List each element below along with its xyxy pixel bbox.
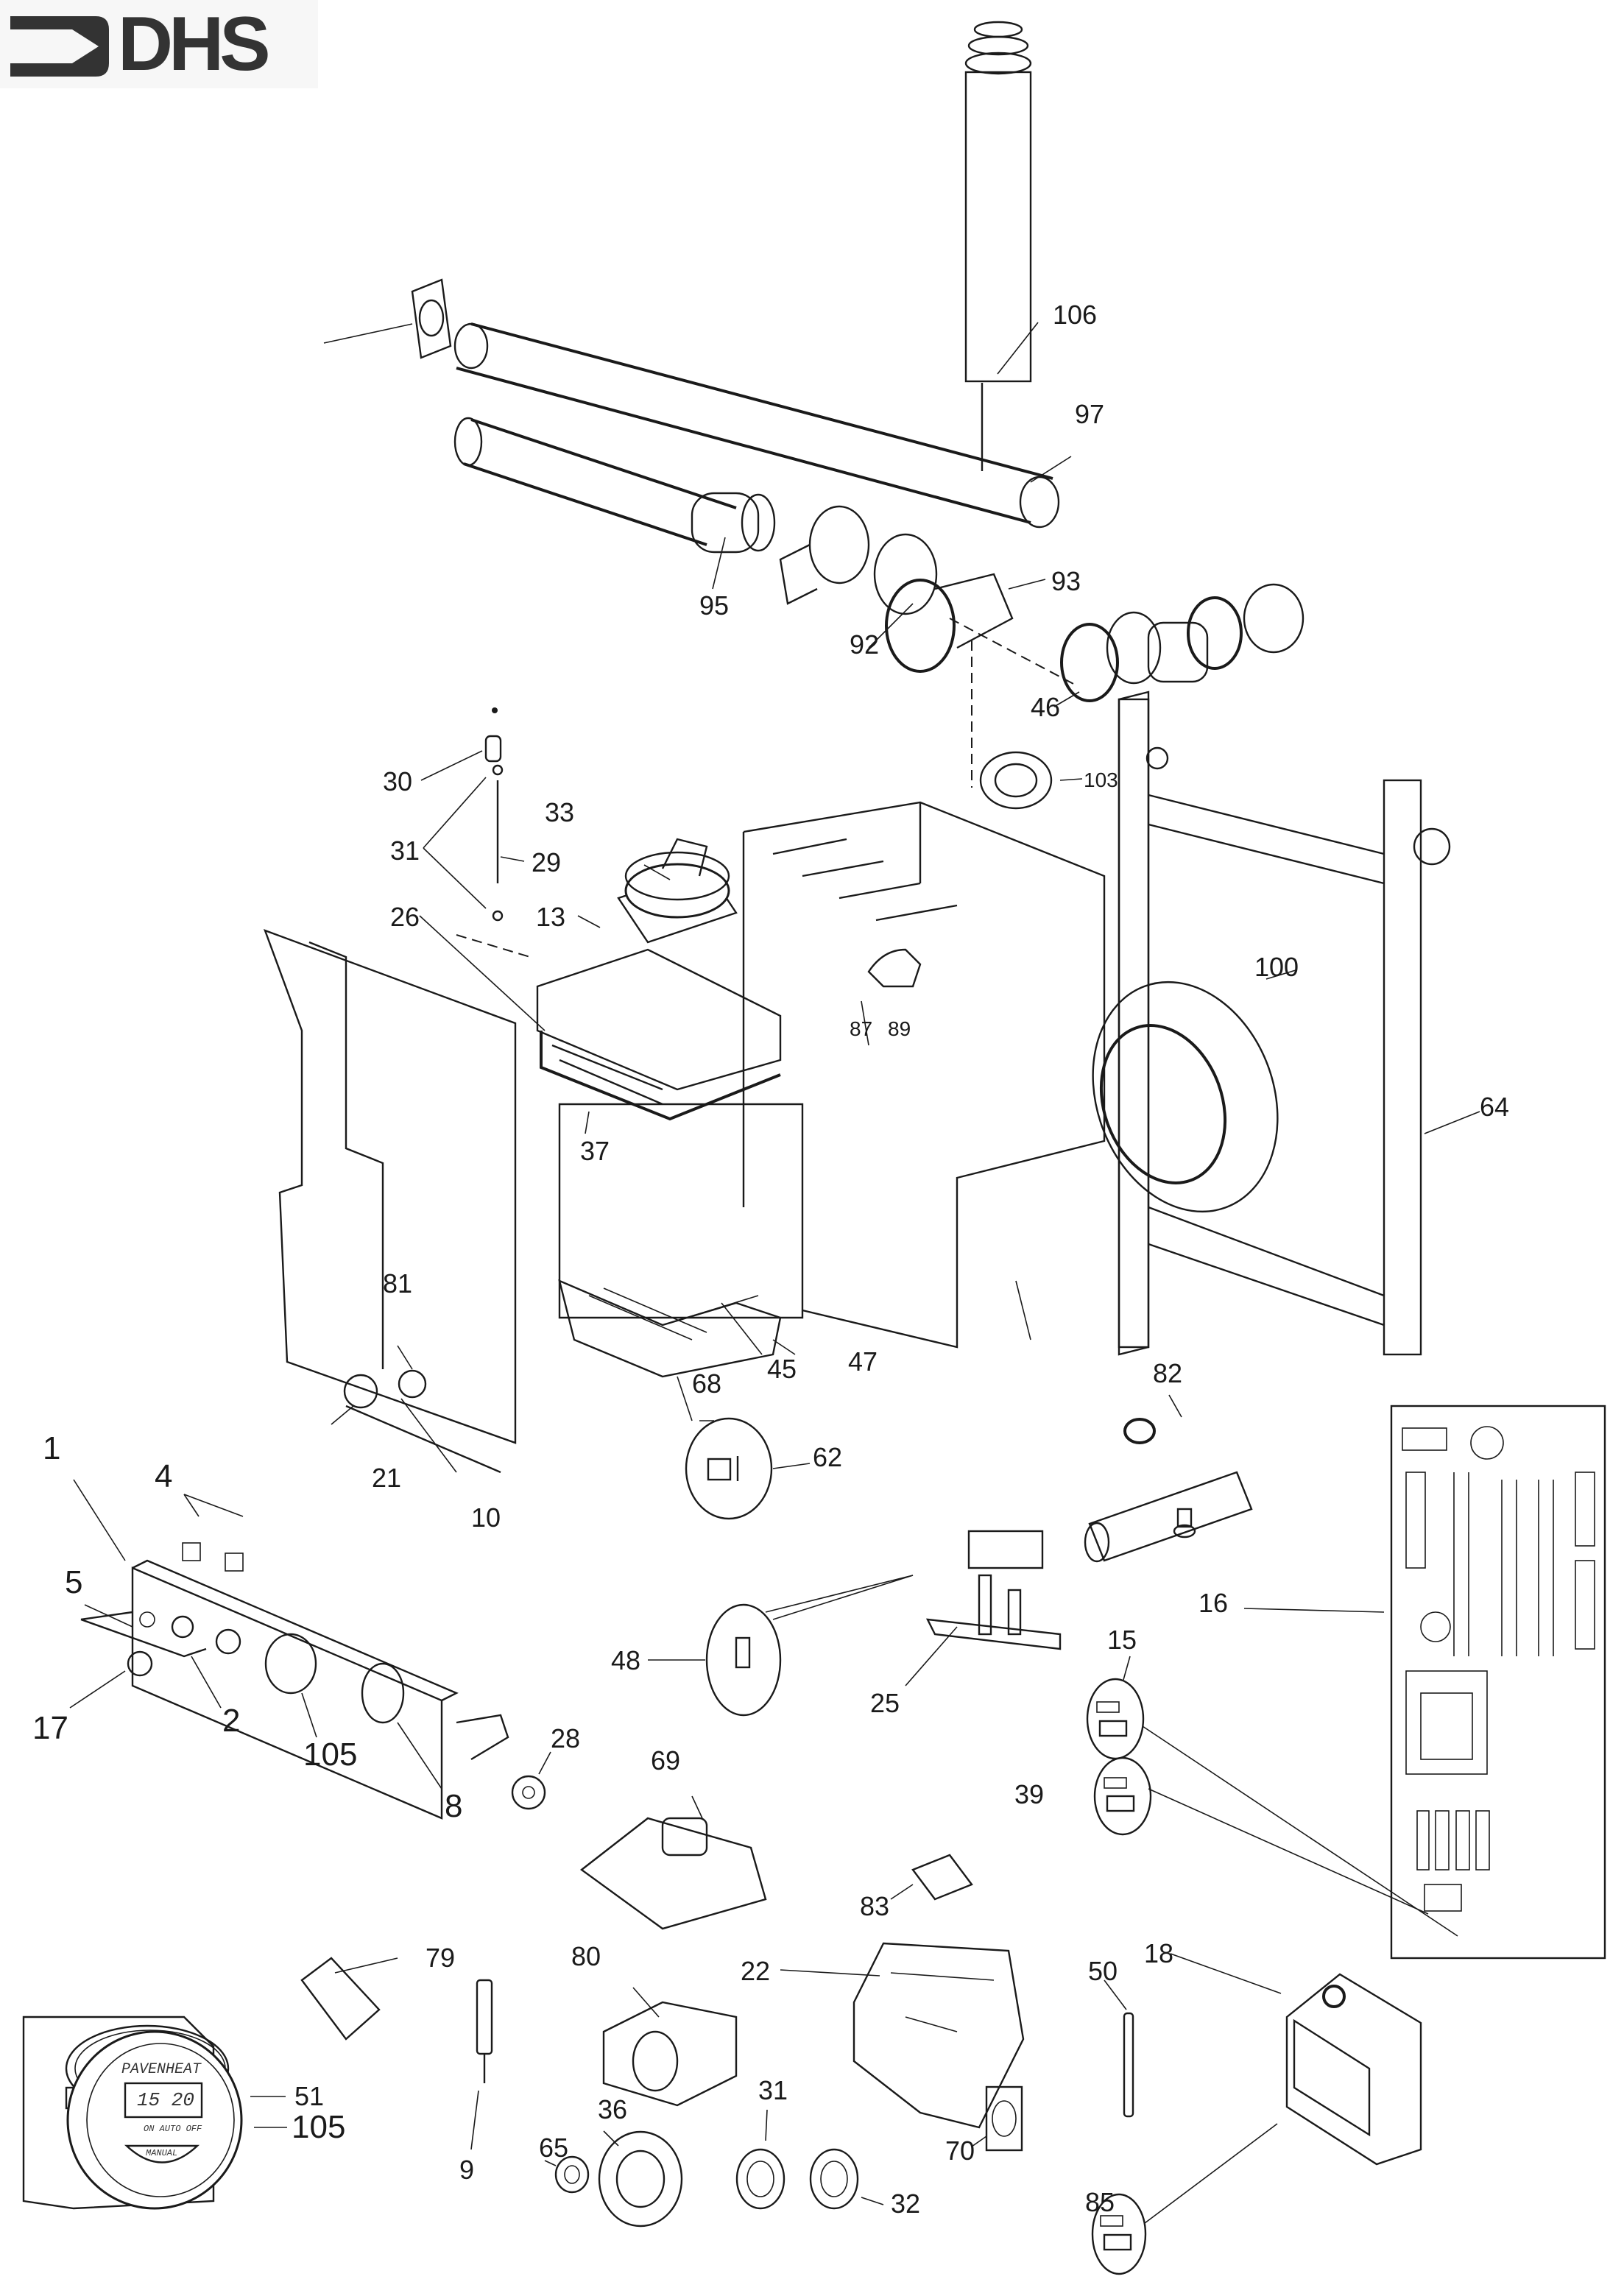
part-label-48: 48	[611, 1645, 641, 1675]
part-label-26: 26	[390, 902, 420, 932]
safety-valve-drawing	[1084, 1394, 1253, 1563]
timer-manual-button[interactable]: MANUAL	[146, 2148, 178, 2158]
brand-logo-text: DHS	[118, 1, 271, 87]
part-label-21: 21	[372, 1463, 402, 1493]
timer-time-readout: 15 20	[137, 2089, 195, 2111]
gas-valve-drawing	[780, 1942, 1025, 2129]
brand-logo: DHS	[0, 0, 318, 88]
part-label-31-washer: 31	[758, 2075, 788, 2105]
part-label-69: 69	[651, 1745, 681, 1776]
part-label-36: 36	[598, 2094, 628, 2124]
arrow-right-icon	[10, 16, 109, 77]
pump-drawing	[602, 1987, 738, 2107]
pilot-burner-drawing	[648, 1530, 1062, 1717]
part-label-18: 18	[1144, 1938, 1174, 1968]
part-label-51: 51	[294, 2081, 325, 2111]
thermistor-drawing	[470, 1979, 493, 2150]
fuse-kits-drawing	[1086, 1656, 1458, 1937]
gas-valve-gasket-drawing	[971, 2085, 1023, 2152]
part-label-45: 45	[767, 1354, 797, 1384]
timer-brand: PAVENHEAT	[121, 2061, 202, 2078]
part-label-31: 31	[390, 836, 420, 866]
part-label-22: 22	[741, 1956, 771, 1986]
part-label-50: 50	[1088, 1956, 1118, 1986]
heat-exchanger-drawing	[419, 838, 804, 1319]
part-label-30: 30	[383, 766, 413, 796]
part-label-87: 87	[850, 1017, 873, 1040]
control-panel-drawing	[69, 1479, 509, 1820]
part-label-28: 28	[551, 1723, 581, 1753]
expansion-vessel-drawing	[1092, 969, 1296, 1213]
part-label-62: 62	[813, 1442, 843, 1472]
part-label-70: 70	[945, 2136, 975, 2166]
part-label-9: 9	[459, 2155, 475, 2185]
chassis-frame-drawing	[1118, 690, 1480, 1356]
part-label-32: 32	[891, 2189, 921, 2219]
part-label-47: 47	[848, 1346, 878, 1377]
part-label-29: 29	[532, 847, 562, 877]
flue-elbow-drawing	[779, 505, 1076, 788]
part-label-103: 103	[1084, 769, 1118, 791]
part-label-37: 37	[580, 1136, 610, 1166]
control-pcb-drawing	[1243, 1405, 1606, 1960]
part-label-13: 13	[536, 902, 566, 932]
part-label-97: 97	[1075, 399, 1105, 429]
outer-case-drawing	[742, 801, 1106, 1349]
part-label-10: 10	[471, 1502, 501, 1533]
part-label-81: 81	[383, 1268, 413, 1299]
part-label-100: 100	[1254, 952, 1299, 982]
washers-drawing	[544, 2109, 884, 2228]
flue-duct-drawing	[323, 278, 1072, 529]
part-label-89: 89	[888, 1017, 911, 1040]
part-label-106: 106	[1053, 300, 1098, 330]
part-label-105-panel: 105	[303, 1737, 358, 1773]
part-label-68: 68	[692, 1368, 722, 1399]
part-label-82: 82	[1153, 1358, 1183, 1388]
part-label-4: 4	[155, 1458, 173, 1494]
flue-terminal-drawing	[453, 417, 776, 590]
flue-extension-vertical-drawing	[964, 21, 1039, 471]
part-label-85: 85	[1085, 2187, 1115, 2217]
part-label-92: 92	[850, 629, 880, 660]
part-label-39: 39	[1014, 1779, 1045, 1809]
part-label-64: 64	[1480, 1092, 1510, 1122]
part-label-25: 25	[870, 1688, 900, 1718]
part-label-79: 79	[426, 1943, 456, 1973]
injector-drawing	[685, 1417, 811, 1520]
part-label-15: 15	[1107, 1625, 1137, 1655]
part-label-5: 5	[65, 1564, 83, 1600]
part-label-95: 95	[699, 590, 730, 621]
small-components-drawing	[511, 1751, 973, 1930]
part-label-46: 46	[1031, 692, 1061, 722]
timer-modes: ON AUTO OFF	[144, 2124, 202, 2134]
part-label-16: 16	[1198, 1588, 1229, 1618]
timer-clock-drawing	[22, 2016, 287, 2210]
part-label-83: 83	[860, 1891, 890, 1921]
part-label-80: 80	[571, 1941, 601, 1971]
ignition-electrode-drawing	[1104, 1979, 1134, 2118]
sensor-probe-drawing	[420, 707, 531, 958]
flue-seal-ring-drawing	[1053, 583, 1305, 707]
part-label-1: 1	[43, 1430, 61, 1466]
part-label-8: 8	[445, 1788, 463, 1824]
flue-outlet-gasket-drawing	[979, 751, 1083, 810]
part-label-65: 65	[539, 2133, 569, 2163]
part-label-2: 2	[222, 1703, 241, 1739]
capacitor-drawing	[300, 1957, 398, 2041]
left-side-panel-drawing	[263, 928, 517, 1474]
ignition-module-drawing	[1091, 1953, 1422, 2275]
burner-drawing	[558, 1279, 796, 1421]
part-label-17: 17	[32, 1710, 68, 1746]
part-label-105-timer: 105	[292, 2109, 346, 2145]
part-label-93: 93	[1051, 566, 1081, 596]
part-label-33: 33	[545, 797, 575, 827]
